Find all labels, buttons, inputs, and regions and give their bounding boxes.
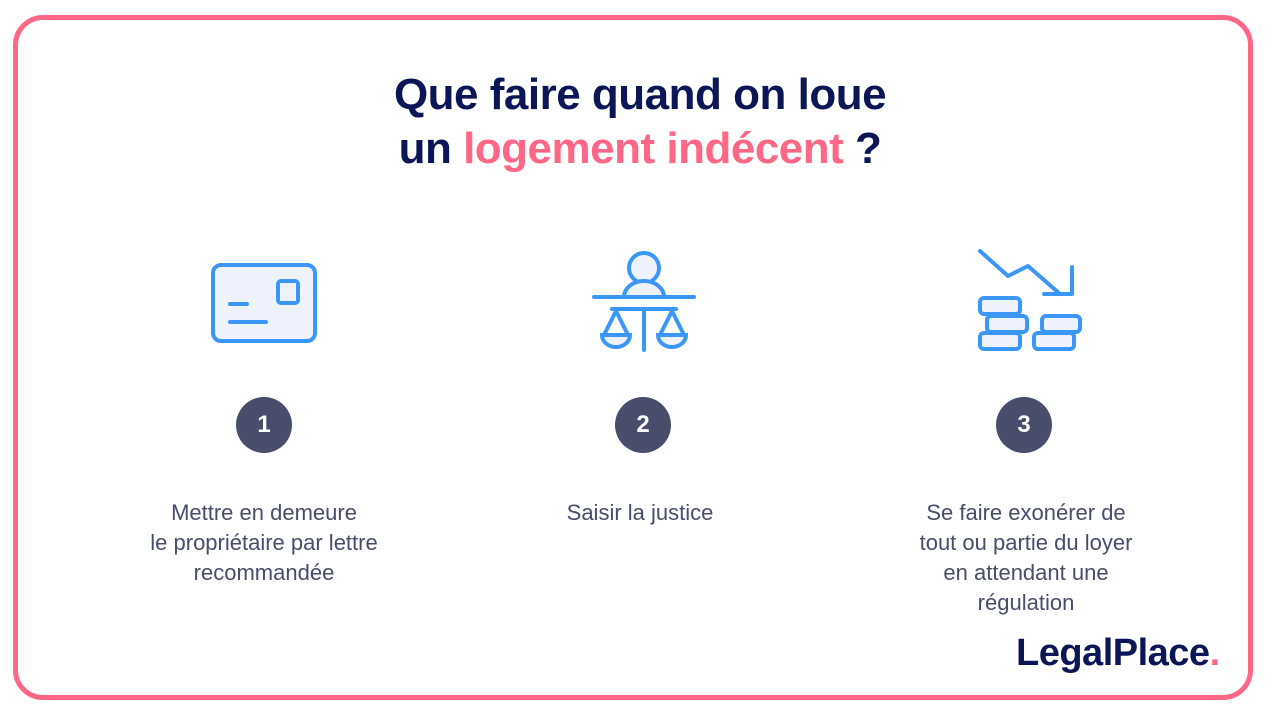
- logo-text: LegalPlace: [1016, 632, 1210, 674]
- step-3-line: régulation: [977, 590, 1075, 615]
- step-text-2: Saisir la justice: [490, 498, 790, 528]
- legalplace-logo: LegalPlace.: [1016, 632, 1220, 675]
- step-1-line: le propriétaire par lettre: [150, 530, 378, 555]
- card-border: [13, 15, 1253, 700]
- step-badge-1: 1: [236, 397, 292, 453]
- title-suffix: ?: [843, 124, 882, 173]
- step-2-line: Saisir la justice: [566, 500, 714, 525]
- money-decrease-icon: [978, 249, 1082, 351]
- page-title-line2: un logement indécent ?: [0, 124, 1280, 174]
- step-3-line: tout ou partie du loyer: [919, 530, 1133, 555]
- justice-scales-icon: [592, 251, 696, 352]
- logo-dot: .: [1209, 632, 1221, 674]
- step-text-3: Se faire exonérer de tout ou partie du l…: [876, 498, 1176, 618]
- step-badge-3: 3: [996, 397, 1052, 453]
- title-prefix: un: [398, 124, 464, 173]
- step-1-line: recommandée: [193, 560, 335, 585]
- step-3-line: en attendant une: [943, 560, 1109, 585]
- step-1-line: Mettre en demeure: [171, 500, 357, 525]
- step-text-1: Mettre en demeure le propriétaire par le…: [114, 498, 414, 588]
- title-accent: logement indécent: [463, 124, 844, 173]
- page-title-line1: Que faire quand on loue: [393, 70, 887, 119]
- step-badge-2: 2: [615, 397, 671, 453]
- envelope-letter-icon: [211, 263, 317, 343]
- step-3-line: Se faire exonérer de: [926, 500, 1126, 525]
